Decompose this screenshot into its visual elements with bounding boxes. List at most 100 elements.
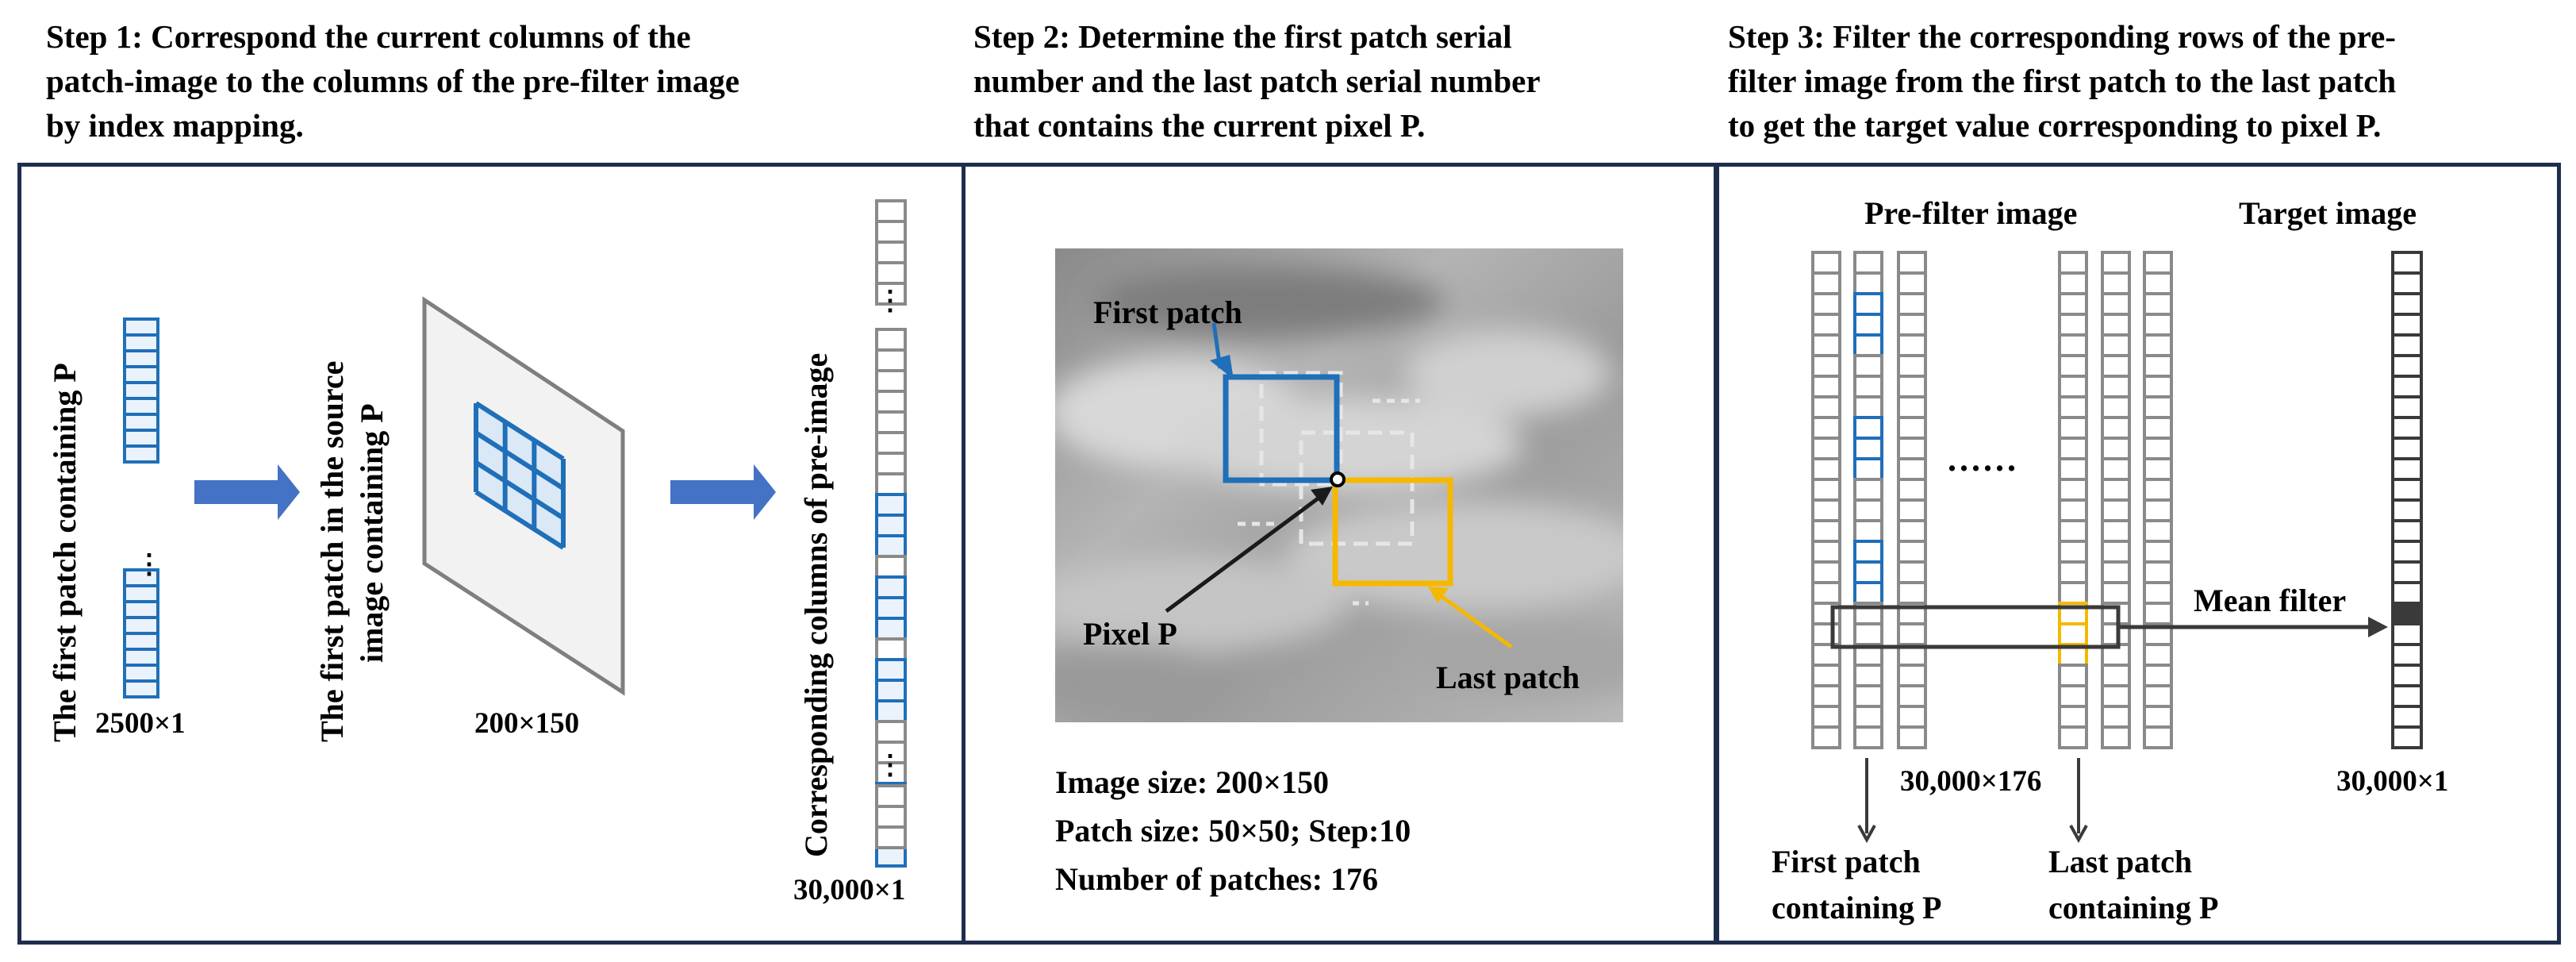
column-cell xyxy=(2058,313,2088,337)
column-cell xyxy=(1811,581,1841,605)
last-patch-label: Last patch xyxy=(1436,660,1580,695)
column-cell xyxy=(2391,684,2423,708)
column-cell xyxy=(1811,416,1841,440)
column-cell xyxy=(2101,437,2131,460)
column-cell xyxy=(1897,333,1927,357)
column-cell xyxy=(875,596,907,620)
column-cell xyxy=(1811,251,1841,275)
column-cell xyxy=(1811,313,1841,337)
column-cell xyxy=(2058,540,2088,564)
patch-grid xyxy=(474,401,566,550)
step3-title-line3: to get the target value corresponding to… xyxy=(1728,107,2382,144)
column-cell xyxy=(2143,375,2173,398)
patch-count-info: Number of patches: 176 xyxy=(1055,861,1379,897)
first-patch-arrowhead xyxy=(1210,355,1234,379)
column-cell xyxy=(875,431,907,455)
column-cell xyxy=(2391,725,2423,749)
column-cell xyxy=(2058,684,2088,708)
column-cell xyxy=(875,825,907,849)
grid-line xyxy=(474,401,565,461)
column-cell xyxy=(2143,664,2173,687)
target-title: Target image xyxy=(2239,195,2417,231)
vertical-ellipsis-2: ⋮ xyxy=(877,751,904,780)
column-cell xyxy=(1853,684,1883,708)
column-cell xyxy=(1853,581,1883,605)
target-column xyxy=(2391,251,2423,749)
column-cell xyxy=(1811,292,1841,316)
column-cell xyxy=(1853,416,1883,440)
last-patch-arrowhead xyxy=(1428,587,1449,603)
column-cell xyxy=(2143,416,2173,440)
prefilter-title: Pre-filter image xyxy=(1864,195,2078,231)
column-cell xyxy=(875,261,907,285)
column-cell xyxy=(1897,375,1927,398)
column-cell xyxy=(2143,540,2173,564)
pixel-p-pointer xyxy=(1165,490,1328,614)
column-cell xyxy=(1897,313,1927,337)
panel2-graphics xyxy=(1055,248,1623,722)
column-cell xyxy=(2058,725,2088,749)
pixel-p-marker xyxy=(1330,471,1346,487)
column-cell xyxy=(2391,354,2423,378)
column-cell xyxy=(2058,457,2088,481)
column-cell xyxy=(1853,622,1883,646)
column-cell xyxy=(2391,705,2423,729)
last-patch-pointer xyxy=(1433,589,1513,649)
column-cell xyxy=(2143,313,2173,337)
column-cell xyxy=(2101,725,2131,749)
column-cell xyxy=(2391,498,2423,522)
column-cell xyxy=(1897,725,1927,749)
column-cell xyxy=(1897,705,1927,729)
column-cell xyxy=(2391,375,2423,398)
column-cell xyxy=(2143,643,2173,667)
column-cell xyxy=(2101,664,2131,687)
column-cell xyxy=(2391,251,2423,275)
column-cell xyxy=(2391,581,2423,605)
prefilter-columns xyxy=(1811,251,2173,749)
pre-image-column xyxy=(875,199,907,868)
column-cell xyxy=(2058,292,2088,316)
column-cell xyxy=(2101,540,2131,564)
column-cell xyxy=(2101,395,2131,419)
column-cell xyxy=(2391,457,2423,481)
column-cell xyxy=(875,761,907,785)
column-cell xyxy=(1811,375,1841,398)
columns-ellipsis: ...... xyxy=(1948,440,2019,479)
patch-size-label: 2500×1 xyxy=(95,707,186,740)
column-cell xyxy=(1811,705,1841,729)
column-cell xyxy=(2101,498,2131,522)
column-cell xyxy=(2143,354,2173,378)
vertical-ellipsis: ⋮ xyxy=(136,550,163,579)
column-cell xyxy=(2143,498,2173,522)
column-cell xyxy=(1811,498,1841,522)
column-cell xyxy=(1897,271,1927,295)
column-cell xyxy=(2101,684,2131,708)
column-cell xyxy=(2101,519,2131,543)
last-patch-containing-p-line2: containing P xyxy=(2048,890,2219,925)
column-cell xyxy=(1811,457,1841,481)
column-cell xyxy=(2058,271,2088,295)
patch-size-info: Patch size: 50×50; Step:10 xyxy=(1055,813,1411,848)
column-cell xyxy=(2058,519,2088,543)
column-cell xyxy=(2058,354,2088,378)
column-cell xyxy=(1853,519,1883,543)
step1-title-line3: by index mapping. xyxy=(46,107,304,144)
column-cell xyxy=(2143,705,2173,729)
last-patch-containing-p-line1: Last patch xyxy=(2048,844,2193,879)
panel1-graphics: ⋮ ⋮ ⋮ xyxy=(123,199,907,868)
patch-column-bottom xyxy=(123,568,159,698)
column-cell xyxy=(1811,478,1841,502)
intermediate-patch-2 xyxy=(1299,430,1415,546)
column-cell xyxy=(123,444,159,464)
column-cell xyxy=(1853,664,1883,687)
column-cell xyxy=(1811,333,1841,357)
source-size-label: 200×150 xyxy=(474,707,580,740)
column-cell xyxy=(875,534,907,558)
column-cell xyxy=(1811,725,1841,749)
column-cell xyxy=(2143,581,2173,605)
column-cell xyxy=(875,220,907,244)
step3-title-line2: filter image from the first patch to the… xyxy=(1728,63,2397,99)
column-cell xyxy=(1853,271,1883,295)
column-cell xyxy=(2143,292,2173,316)
column-cell xyxy=(2391,395,2423,419)
